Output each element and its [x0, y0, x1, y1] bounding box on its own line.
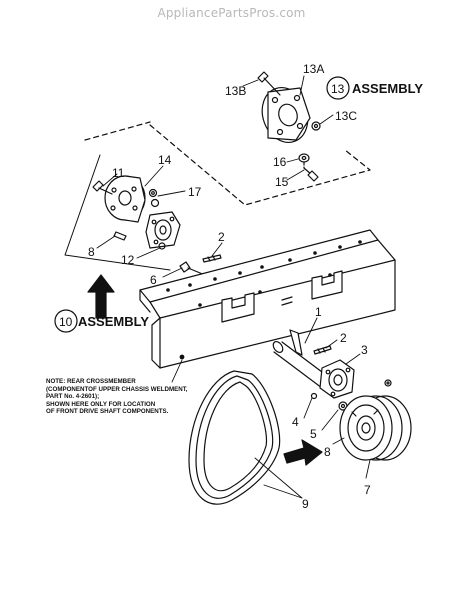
assembly-10-number: 10	[59, 315, 73, 329]
note-line: NOTE: REAR CROSSMEMBER	[46, 378, 136, 385]
callout-7: 7	[364, 483, 371, 497]
pulley-7	[339, 395, 412, 461]
dashed-outline-13	[149, 124, 371, 206]
callout-13a: 13A	[303, 62, 324, 76]
bolt-4	[310, 392, 318, 400]
nut-13c	[311, 121, 321, 131]
callout-13b: 13B	[225, 84, 246, 98]
washer-16	[298, 153, 310, 163]
callout-8-lower: 8	[324, 445, 331, 459]
nut-12	[158, 242, 166, 250]
key-2-upper	[202, 254, 222, 263]
bolt-15	[303, 167, 319, 182]
bolt-dot-3	[384, 379, 392, 387]
bolt-6	[179, 261, 206, 276]
bearing-flange-12	[145, 211, 181, 249]
callout-2-lower: 2	[340, 331, 347, 345]
note-line: (COMPONENTOF UPPER CHASSIS WELDMENT,	[46, 385, 188, 393]
callout-11: 11	[112, 166, 125, 180]
assembly-10-label: ASSEMBLY	[78, 314, 149, 329]
setscrew-8-upper	[113, 231, 127, 241]
pulley-14	[104, 175, 146, 223]
key-2-lower	[313, 345, 332, 355]
assembly-13-circle	[326, 76, 350, 100]
callout-5: 5	[310, 427, 317, 441]
leader-lines	[96, 75, 371, 499]
bolt-13b	[257, 71, 281, 96]
callout-17: 17	[188, 185, 202, 199]
callout-3: 3	[361, 343, 368, 357]
note-line: PART No. 4-2601);	[46, 393, 100, 401]
callout-12: 12	[121, 253, 135, 267]
arrow-up-icon	[87, 274, 115, 319]
nut-17	[148, 188, 160, 208]
note-line: SHOWN HERE ONLY FOR LOCATION	[46, 400, 156, 408]
bearing-3	[319, 359, 355, 399]
watermark: AppliancePartsPros.com	[157, 6, 306, 20]
callout-1: 1	[315, 305, 322, 319]
callout-14: 14	[158, 153, 172, 167]
callout-15: 15	[275, 175, 289, 189]
note-line: OF FRONT DRIVE SHAFT COMPONENTS.	[46, 408, 169, 416]
v-belt-9	[188, 370, 281, 505]
callout-6: 6	[150, 273, 157, 287]
assembly-13-plate	[261, 87, 311, 143]
callout-8-upper: 8	[88, 245, 95, 259]
assembly-13-label: ASSEMBLY	[352, 81, 423, 96]
assembly-13-number: 13	[331, 82, 345, 96]
callout-9: 9	[302, 497, 309, 511]
callout-labels: 13A 13B 13C 16 15 14 11 17 2 8 12 6 1 2 …	[59, 62, 423, 511]
callout-4: 4	[292, 415, 299, 429]
crossmember-note: NOTE: REAR CROSSMEMBER (COMPONENTOF UPPE…	[46, 378, 216, 416]
bolt-11	[92, 180, 113, 195]
callout-16: 16	[273, 155, 287, 169]
callout-2-upper: 2	[218, 230, 225, 244]
rear-crossmember	[139, 229, 396, 369]
assembly-10-circle	[54, 309, 78, 333]
arrow-right-icon	[283, 439, 323, 466]
callout-13c: 13C	[335, 109, 357, 123]
assembly-10-outline	[64, 154, 171, 271]
dashed-outline-10	[84, 121, 151, 141]
